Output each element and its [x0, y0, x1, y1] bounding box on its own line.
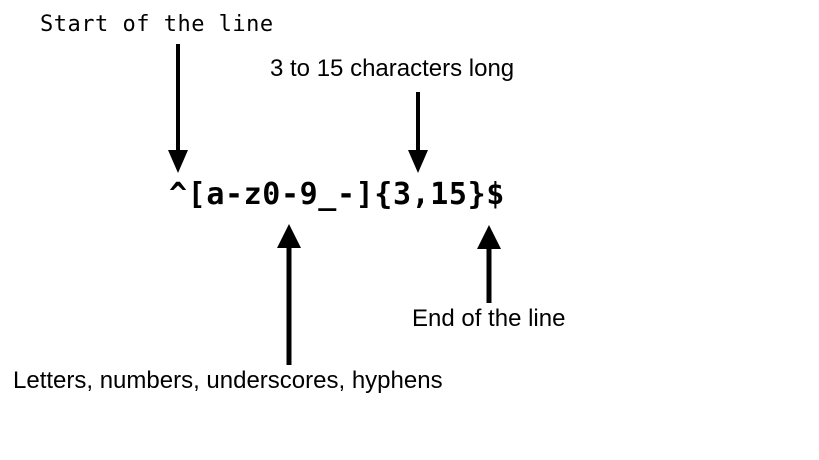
label-end-of-line: End of the line: [412, 305, 566, 332]
label-character-class: Letters, numbers, underscores, hyphens: [13, 367, 443, 394]
regex-pattern: ^[a-z0-9_-]{3,15}$: [169, 177, 505, 212]
arrow-start-of-line: [168, 44, 188, 173]
label-length-quantifier: 3 to 15 characters long: [270, 55, 515, 82]
arrow-end-of-line: [477, 225, 501, 303]
arrow-character-class: [277, 224, 301, 365]
arrow-length-quantifier: [408, 92, 428, 173]
label-start-of-line: Start of the line: [40, 12, 274, 37]
